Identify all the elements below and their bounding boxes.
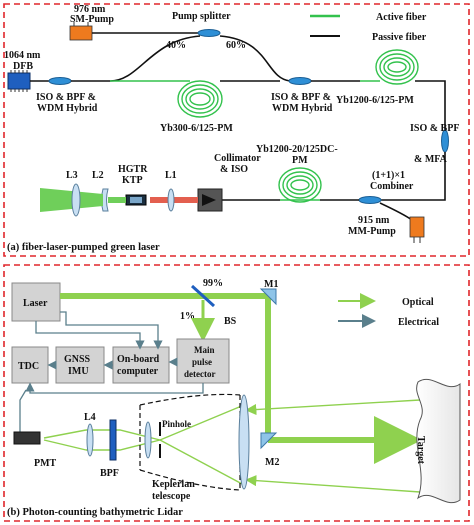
collimator-label-1: Collimator — [214, 153, 261, 164]
pct1-label: 1% — [180, 311, 195, 322]
laser-label: Laser — [23, 298, 48, 309]
yb1200a-label: Yb1200-6/125-PM — [336, 95, 414, 106]
ktp-label: KTP — [122, 175, 143, 186]
combiner-label-1: (1+1)×1 — [372, 170, 405, 181]
mpd-label-1: Main — [194, 345, 215, 355]
legend-passive-label: Passive fiber — [372, 32, 427, 43]
dfb-label-2: DFB — [13, 61, 33, 72]
onboard-computer-box — [112, 346, 170, 384]
pct99-label: 99% — [203, 278, 223, 289]
pinhole-label: Pinhole — [162, 419, 191, 429]
lens-l3 — [71, 183, 81, 217]
pmt-to-tdc-wire — [19, 389, 28, 434]
collimator-iso — [197, 188, 223, 212]
panel-b-caption: (b) Photon-counting bathymetric Lidar — [7, 507, 183, 518]
yb1200a-fiber-coil — [360, 49, 419, 85]
beam-splitter — [190, 284, 216, 308]
pump-splitter-coupler — [197, 29, 221, 37]
laser-trigger-wire — [60, 311, 163, 350]
iso1-label-2: WDM Hybrid — [37, 103, 98, 114]
bpf-label: BPF — [100, 468, 119, 479]
imu-label: IMU — [68, 366, 89, 377]
mpd-label-2: pulse — [192, 357, 212, 367]
combiner-coupler — [358, 196, 382, 204]
legend-optical-label: Optical — [402, 297, 434, 308]
mirror-m1 — [259, 288, 277, 306]
tdc-label: TDC — [18, 361, 39, 372]
gnss-imu-box — [55, 346, 105, 384]
bpf-filter — [109, 419, 117, 461]
pct40-label: 40% — [166, 40, 186, 51]
pump915-label-2: MM-Pump — [348, 226, 396, 237]
pump915-label-1: 915 nm — [358, 215, 390, 226]
l4-label: L4 — [84, 412, 96, 423]
telescope-primary-lens — [238, 394, 250, 490]
combiner-label-2: Combiner — [370, 181, 414, 192]
pmt-detector — [13, 431, 41, 445]
target-surface — [416, 379, 461, 503]
keplerian-telescope — [139, 393, 250, 491]
pump976-label-2: SM-Pump — [70, 14, 114, 25]
green-beam-short — [108, 197, 126, 203]
mirror-m2 — [260, 432, 278, 450]
mfa-out-fiber — [380, 152, 446, 201]
mfa-label-1: ISO & BPF — [410, 123, 459, 134]
mfa-label-2: & MFA — [414, 154, 448, 165]
panel-b-frame — [3, 264, 470, 522]
iso-bpf-wdm-2 — [288, 77, 312, 85]
mpd-label-3: detector — [184, 369, 215, 379]
panel-a-legend: Active fiber Passive fiber — [310, 12, 427, 43]
m2-label: M2 — [265, 457, 279, 468]
pump915-module — [409, 216, 425, 243]
yb1200b-label-2: PM — [292, 155, 308, 166]
panel-a: Active fiber Passive fiber 976 nm SM-Pum… — [3, 3, 470, 257]
stage2-out-fiber — [415, 80, 446, 130]
iso1-label-1: ISO & BPF & — [36, 92, 96, 103]
yb300-label: Yb300-6/125-PM — [160, 123, 233, 134]
bs-label: BS — [224, 316, 237, 327]
yb1200b-fiber-coil — [278, 167, 322, 203]
gnss-label: GNSS — [64, 354, 91, 365]
lens-l4 — [86, 423, 94, 457]
dfb-laser-module — [7, 70, 31, 92]
panel-a-frame — [3, 3, 470, 257]
onboard-label-1: On-board — [117, 354, 160, 365]
panel-b: Optical Electrical Laser 99% 1% BS M1 M2… — [3, 264, 470, 522]
iso-bpf-wdm-1 — [48, 77, 72, 85]
l1-label: L1 — [165, 170, 177, 181]
iso2-label-1: ISO & BPF & — [271, 92, 331, 103]
telescope-label: telescope — [152, 491, 191, 502]
dfb-label-1: 1064 nm — [4, 50, 41, 61]
hgtr-ktp-crystal — [125, 194, 147, 206]
splitter-60-fiber — [219, 35, 291, 82]
panel-a-caption: (a) fiber-laser-pumped green laser — [7, 242, 160, 253]
pmt-label: PMT — [34, 458, 57, 469]
hgtr-label: HGTR — [118, 164, 148, 175]
m1-label: M1 — [264, 279, 278, 290]
tdc-box — [11, 346, 49, 384]
electronics-group: TDC GNSS IMU On-board computer Main puls… — [11, 338, 230, 384]
pump-splitter-label: Pump splitter — [172, 11, 231, 22]
l3-label: L3 — [66, 170, 78, 181]
pump976-label-1: 976 nm — [74, 4, 106, 15]
return-beams — [43, 399, 421, 493]
legend-active-label: Active fiber — [376, 12, 427, 23]
l2-label: L2 — [92, 170, 104, 181]
iso2-label-2: WDM Hybrid — [272, 103, 333, 114]
laser-to-computer-wire — [35, 321, 145, 350]
main-pulse-detector-box — [176, 338, 230, 384]
keplerian-label: Keplerian — [152, 479, 195, 490]
lens-l1 — [167, 188, 175, 212]
yb300-fiber-coil — [110, 80, 223, 118]
legend-electrical-label: Electrical — [398, 317, 439, 328]
telescope-eyepiece-lens — [144, 421, 152, 459]
pct60-label: 60% — [226, 40, 246, 51]
yb1200b-label-1: Yb1200-20/125DC- — [256, 144, 338, 155]
collimator-label-2: & ISO — [220, 164, 248, 175]
mpd-to-tdc-wire — [25, 382, 204, 394]
onboard-label-2: computer — [117, 366, 159, 377]
target-label: Target — [415, 436, 426, 465]
